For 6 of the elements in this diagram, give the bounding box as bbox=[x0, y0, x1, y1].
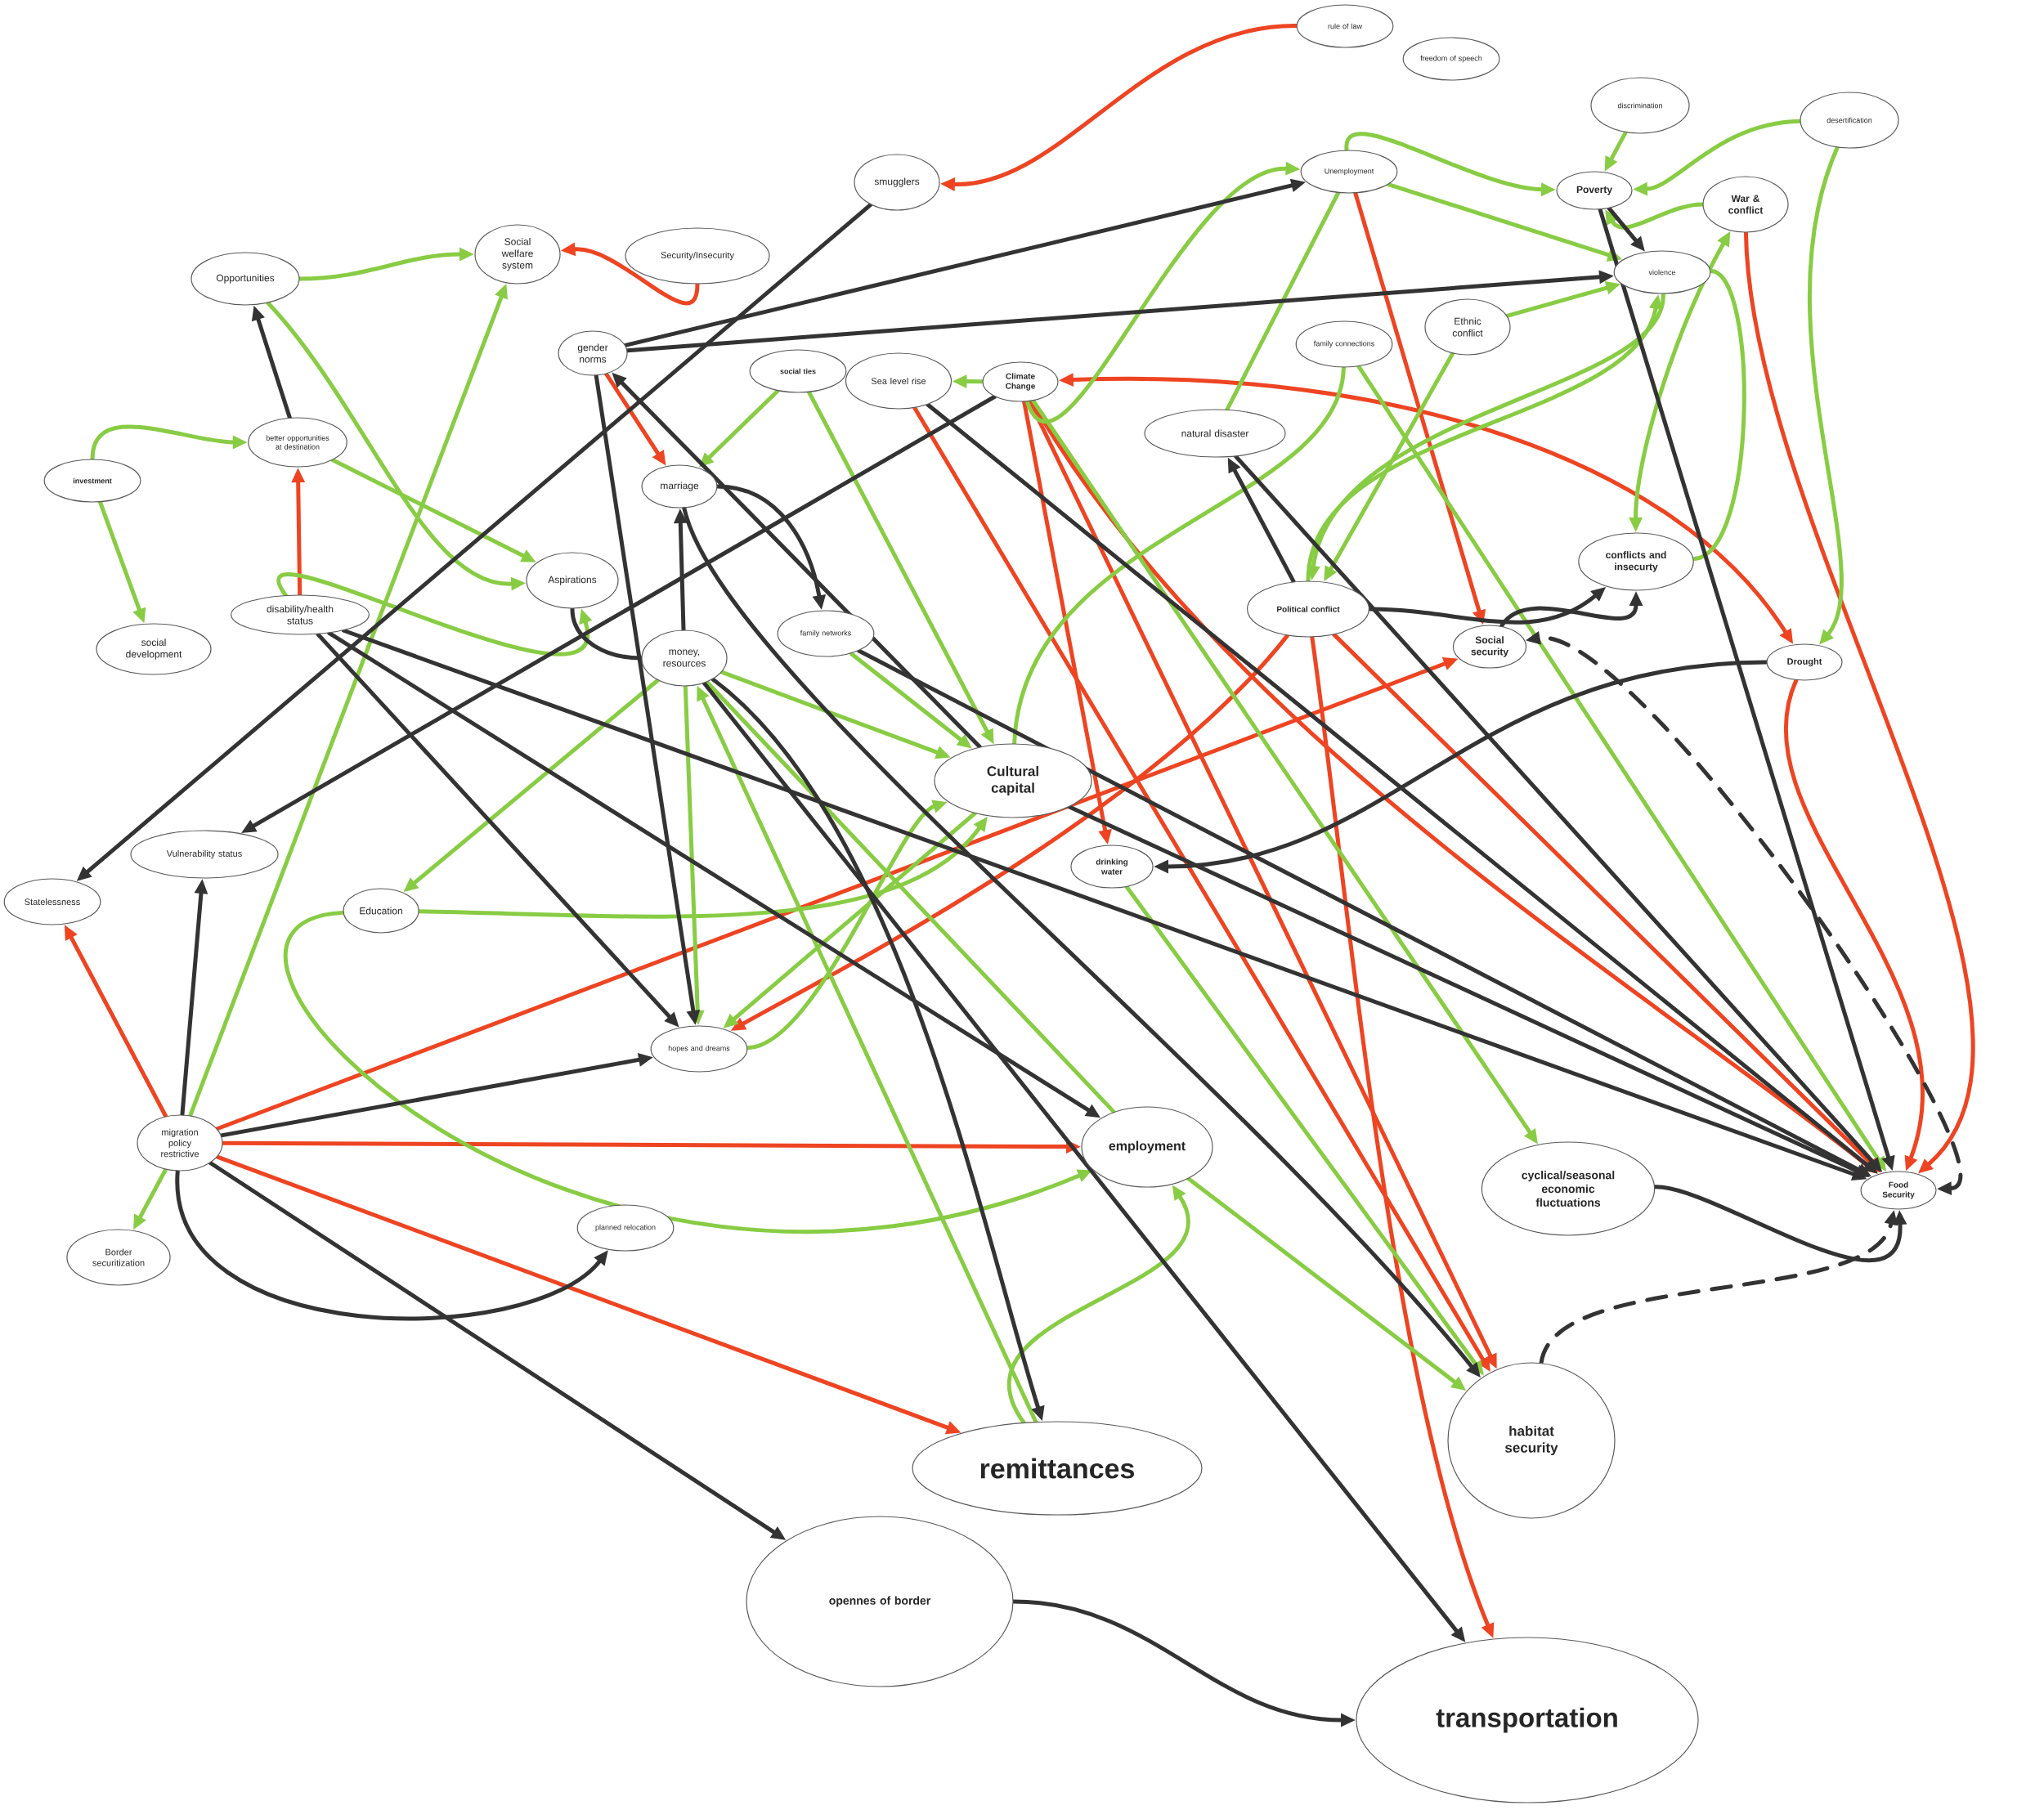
arrow bbox=[1605, 202, 1705, 230]
connector-line bbox=[1692, 269, 1746, 562]
connector-line bbox=[1012, 365, 1346, 746]
connector-line bbox=[705, 679, 1116, 1114]
connector-line bbox=[570, 607, 643, 661]
connector-line bbox=[1225, 190, 1341, 412]
